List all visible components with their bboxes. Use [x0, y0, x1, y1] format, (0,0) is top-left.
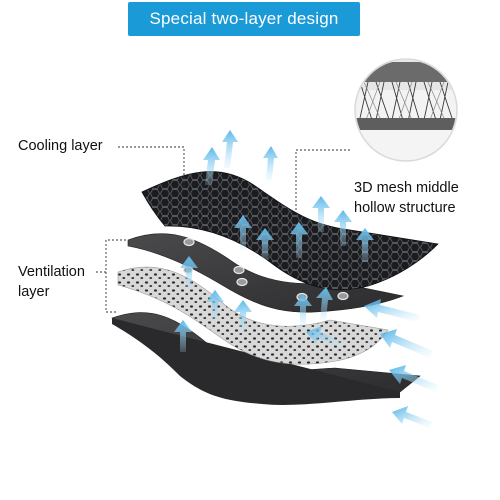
mesh-closeup-icon	[354, 58, 458, 162]
mesh-structure-text-line2: hollow structure	[354, 200, 456, 216]
air-flow-arrow-icon	[263, 146, 278, 180]
eyelet-2	[233, 265, 245, 275]
eyelet-3	[236, 277, 248, 287]
air-flow-arrow-icon	[174, 320, 192, 352]
air-flow-arrow-icon	[234, 300, 252, 332]
page-title: Special two-layer design	[149, 9, 339, 28]
air-flow-arrow-icon	[290, 222, 308, 258]
air-flow-arrow-icon	[356, 228, 374, 262]
air-flow-arrow-icon	[334, 210, 352, 246]
eyelet-5	[337, 291, 349, 301]
ventilation-layer-text-line1: Ventilation	[18, 264, 85, 280]
mesh-structure-text-line1: 3D mesh middle	[354, 180, 459, 196]
ventilation-layer-text-line2: layer	[18, 284, 50, 300]
air-flow-arrow-icon	[206, 290, 224, 322]
leader-lines	[96, 146, 350, 313]
air-flow-arrow-icon	[312, 196, 330, 232]
air-flow-arrow-icon	[392, 406, 432, 428]
air-flow-arrow-icon	[180, 256, 198, 290]
side-airflow-arrows	[306, 299, 438, 428]
air-flow-arrow-icon	[380, 329, 433, 358]
ventilation-leader-line	[96, 239, 128, 273]
ventilation-leader-line-2	[105, 272, 116, 313]
air-flow-arrow-icon	[294, 294, 312, 326]
mesh-structure-label: 3D mesh middle hollow structure	[354, 178, 459, 218]
eyelet-1	[183, 237, 195, 247]
air-flow-arrow-icon	[389, 365, 438, 392]
air-flow-arrow-icon	[316, 287, 333, 320]
title-banner: Special two-layer design	[128, 2, 360, 36]
cooling-leader-line	[118, 146, 185, 190]
middle-dark-layer	[127, 233, 405, 313]
mesh-leader-line	[295, 149, 350, 210]
air-flow-arrow-icon	[222, 130, 238, 168]
cooling-layer-text: Cooling layer	[18, 138, 103, 154]
air-flow-arrow-icon	[234, 215, 252, 250]
air-flow-arrow-icon	[306, 326, 343, 348]
air-flow-arrow-icon	[256, 228, 274, 260]
air-flow-arrow-icon	[364, 299, 420, 322]
ventilation-dotted-layer	[117, 266, 389, 365]
cooling-layer-label: Cooling layer	[18, 136, 103, 156]
ventilation-layer-label: Ventilation layer	[18, 262, 85, 302]
airflow-arrows	[174, 130, 374, 352]
air-flow-arrow-icon	[203, 147, 220, 185]
